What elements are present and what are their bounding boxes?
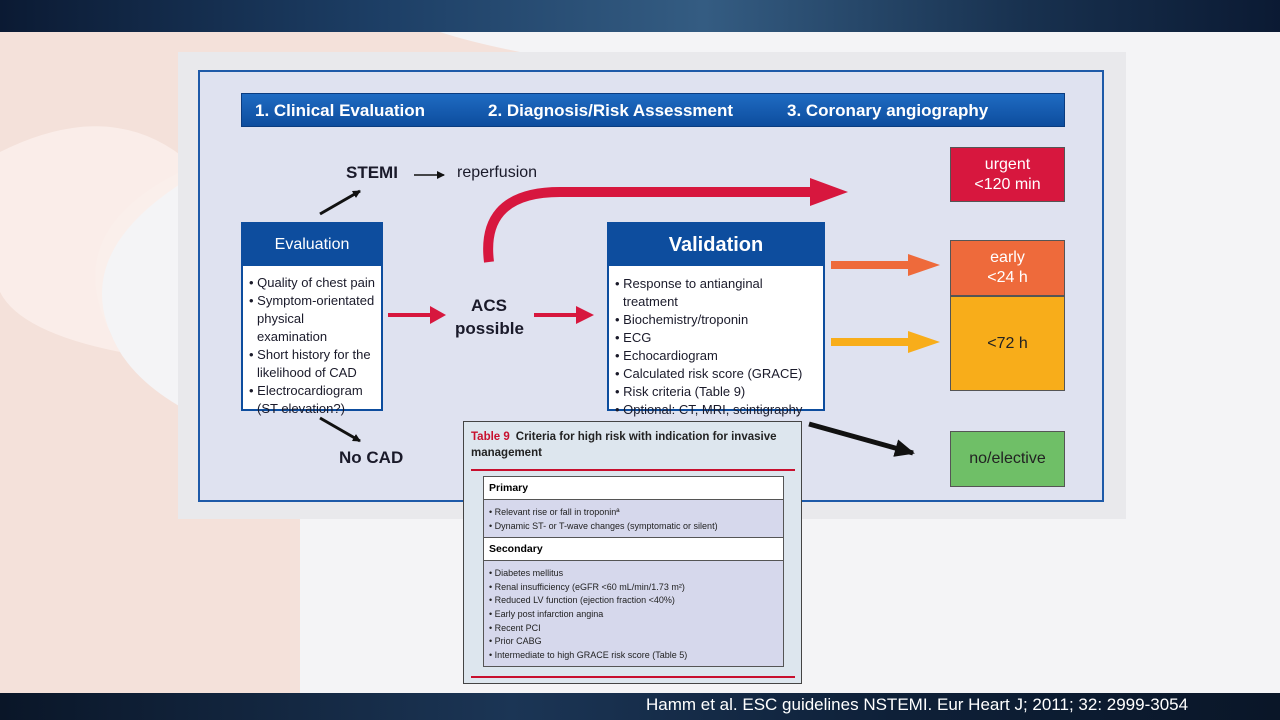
early-line2: <24 h <box>987 269 1028 286</box>
table9-primary-heading: Primary <box>484 477 783 500</box>
list-item: Reduced LV function (ejection fraction <… <box>489 594 778 608</box>
table9-bottom-rule <box>471 676 795 678</box>
list-item: ECG <box>615 329 819 347</box>
elective-box: no/elective <box>950 431 1065 487</box>
early-box: early <24 h <box>950 240 1065 296</box>
validation-box: Validation Response to antianginal treat… <box>607 222 825 417</box>
step-clinical-evaluation: 1. Clinical Evaluation <box>255 101 426 120</box>
step-coronary-angiography: 3. Coronary angiography <box>787 101 989 120</box>
list-item: Renal insufficiency (eGFR <60 mL/min/1.7… <box>489 581 778 595</box>
evaluation-list: Quality of chest pain Symptom-orientated… <box>243 266 381 418</box>
stemi-label: STEMI <box>346 163 398 182</box>
no-cad-label: No CAD <box>339 448 404 467</box>
acs-line1: ACS <box>471 296 507 315</box>
list-item: Calculated risk score (GRACE) <box>615 365 819 383</box>
list-item: Diabetes mellitus <box>489 567 778 581</box>
citation: Hamm et al. ESC guidelines NSTEMI. Eur H… <box>646 695 1189 714</box>
no-cad-arrow <box>319 416 361 443</box>
table9-primary-list: Relevant rise or fall in troponinª Dynam… <box>484 500 783 537</box>
validation-title: Validation <box>609 224 823 266</box>
acs-to-validation-arrow <box>534 306 594 324</box>
evaluation-box: Evaluation Quality of chest pain Symptom… <box>241 222 383 416</box>
list-item: Symptom-orientated physical examination <box>249 292 377 346</box>
validation-list: Response to antianginal treatment Bioche… <box>609 266 823 419</box>
list-item: Intermediate to high GRACE risk score (T… <box>489 649 778 663</box>
list-item: Echocardiogram <box>615 347 819 365</box>
list-item: Relevant rise or fall in troponinª <box>489 506 778 520</box>
bottom-banner <box>0 693 1280 720</box>
list-item: Short history for the likelihood of CAD <box>249 346 377 382</box>
h72-box: <72 h <box>950 296 1065 391</box>
elective-label: no/elective <box>969 450 1046 467</box>
elective-arrow <box>808 421 915 457</box>
h72-arrow <box>831 331 940 353</box>
urgent-line2: <120 min <box>974 175 1041 193</box>
list-item: Risk criteria (Table 9) <box>615 383 819 401</box>
acs-possible-label: ACS possible <box>455 294 524 340</box>
acs-line2: possible <box>455 319 524 338</box>
urgent-box: urgent <120 min <box>950 147 1065 202</box>
early-arrow <box>831 254 940 276</box>
h72-label: <72 h <box>987 334 1028 352</box>
list-item: Recent PCI <box>489 622 778 636</box>
evaluation-title: Evaluation <box>243 224 381 266</box>
steps-header: 1. Clinical Evaluation 2. Diagnosis/Risk… <box>241 93 1065 127</box>
urgent-curved-arrow <box>483 178 848 263</box>
table9-number: Table 9 <box>471 431 510 443</box>
list-item: Dynamic ST- or T-wave changes (symptomat… <box>489 520 778 534</box>
evaluation-to-acs-arrow <box>388 306 446 324</box>
list-item: Quality of chest pain <box>249 274 377 292</box>
table9-secondary-heading: Secondary <box>484 537 783 562</box>
list-item: Optional: CT, MRI, scintigraphy <box>615 401 819 419</box>
early-line1: early <box>990 249 1025 266</box>
urgent-line1: urgent <box>984 155 1031 173</box>
background-decoration <box>0 32 520 693</box>
table9-caption: Criteria for high risk with indication f… <box>471 431 777 459</box>
table9-table: Primary Relevant rise or fall in troponi… <box>483 476 784 668</box>
step-diagnosis-risk: 2. Diagnosis/Risk Assessment <box>488 101 734 120</box>
reperfusion-label: reperfusion <box>457 164 538 181</box>
top-banner <box>0 0 1280 32</box>
list-item: Biochemistry/troponin <box>615 311 819 329</box>
stemi-arrow <box>319 189 361 216</box>
list-item: Response to antianginal treatment <box>615 275 819 311</box>
table9-secondary-list: Diabetes mellitus Renal insufficiency (e… <box>484 561 783 666</box>
list-item: Early post infarction angina <box>489 608 778 622</box>
table9-top-rule <box>471 469 795 471</box>
list-item: Electrocardiogram (ST elevation?) <box>249 382 377 418</box>
list-item: Prior CABG <box>489 635 778 649</box>
